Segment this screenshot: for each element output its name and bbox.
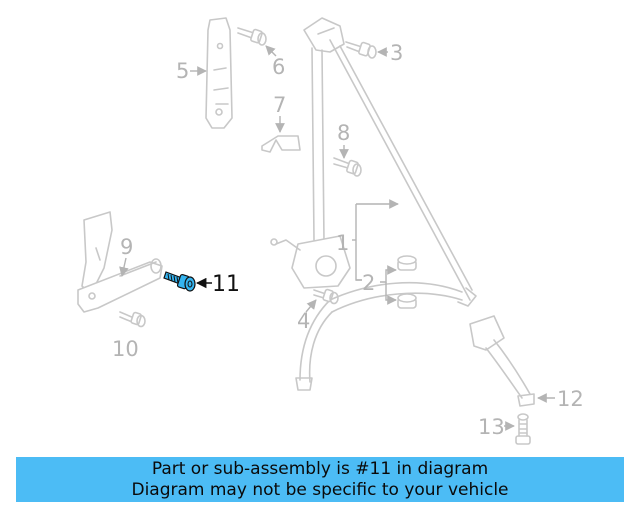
callout-3: 3 — [377, 41, 403, 65]
callout-1: 1 — [336, 199, 399, 281]
svg-text:13: 13 — [478, 415, 505, 439]
part-9-buckle-assembly — [77, 211, 163, 313]
part-7-clip — [261, 135, 301, 153]
part-3-bolt — [345, 41, 377, 59]
part-1-belt-retractor — [270, 17, 477, 307]
svg-text:6: 6 — [272, 55, 285, 79]
callout-10: 10 — [112, 337, 139, 361]
part-11-bolt-highlighted — [163, 271, 196, 292]
callout-9: 9 — [119, 235, 133, 277]
svg-text:4: 4 — [297, 309, 310, 333]
callout-11: 11 — [195, 272, 240, 297]
svg-text:1: 1 — [336, 231, 349, 255]
part-10-bolt — [119, 311, 146, 328]
svg-text:5: 5 — [176, 59, 189, 83]
banner-line-part: Part or sub-assembly is #11 in diagram — [151, 459, 489, 479]
part-4-bolt — [313, 288, 339, 305]
callout-6: 6 — [265, 45, 285, 79]
part-13-bolt — [515, 413, 531, 445]
callout-7: 7 — [273, 93, 286, 133]
callout-5: 5 — [176, 59, 207, 83]
part-5-height-adjuster — [205, 17, 233, 129]
svg-text:8: 8 — [337, 121, 350, 145]
part-6-bolt — [237, 27, 267, 46]
svg-text:9: 9 — [120, 235, 133, 259]
svg-text:11: 11 — [212, 272, 240, 297]
svg-text:3: 3 — [390, 41, 403, 65]
info-banner: Part or sub-assembly is #11 in diagram D… — [16, 457, 624, 502]
part-2-anchor — [295, 255, 463, 391]
callout-12: 12 — [537, 387, 584, 411]
part-8-bolt — [333, 157, 362, 177]
svg-text:12: 12 — [557, 387, 584, 411]
callout-8: 8 — [337, 121, 350, 159]
callout-13: 13 — [478, 415, 515, 439]
callout-4: 4 — [297, 299, 317, 333]
callout-2: 2 — [362, 265, 397, 305]
part-12-buckle — [469, 315, 535, 407]
svg-text:7: 7 — [273, 93, 286, 117]
svg-text:2: 2 — [362, 271, 375, 295]
banner-line-disclaimer: Diagram may not be specific to your vehi… — [131, 480, 509, 500]
svg-text:10: 10 — [112, 337, 139, 361]
